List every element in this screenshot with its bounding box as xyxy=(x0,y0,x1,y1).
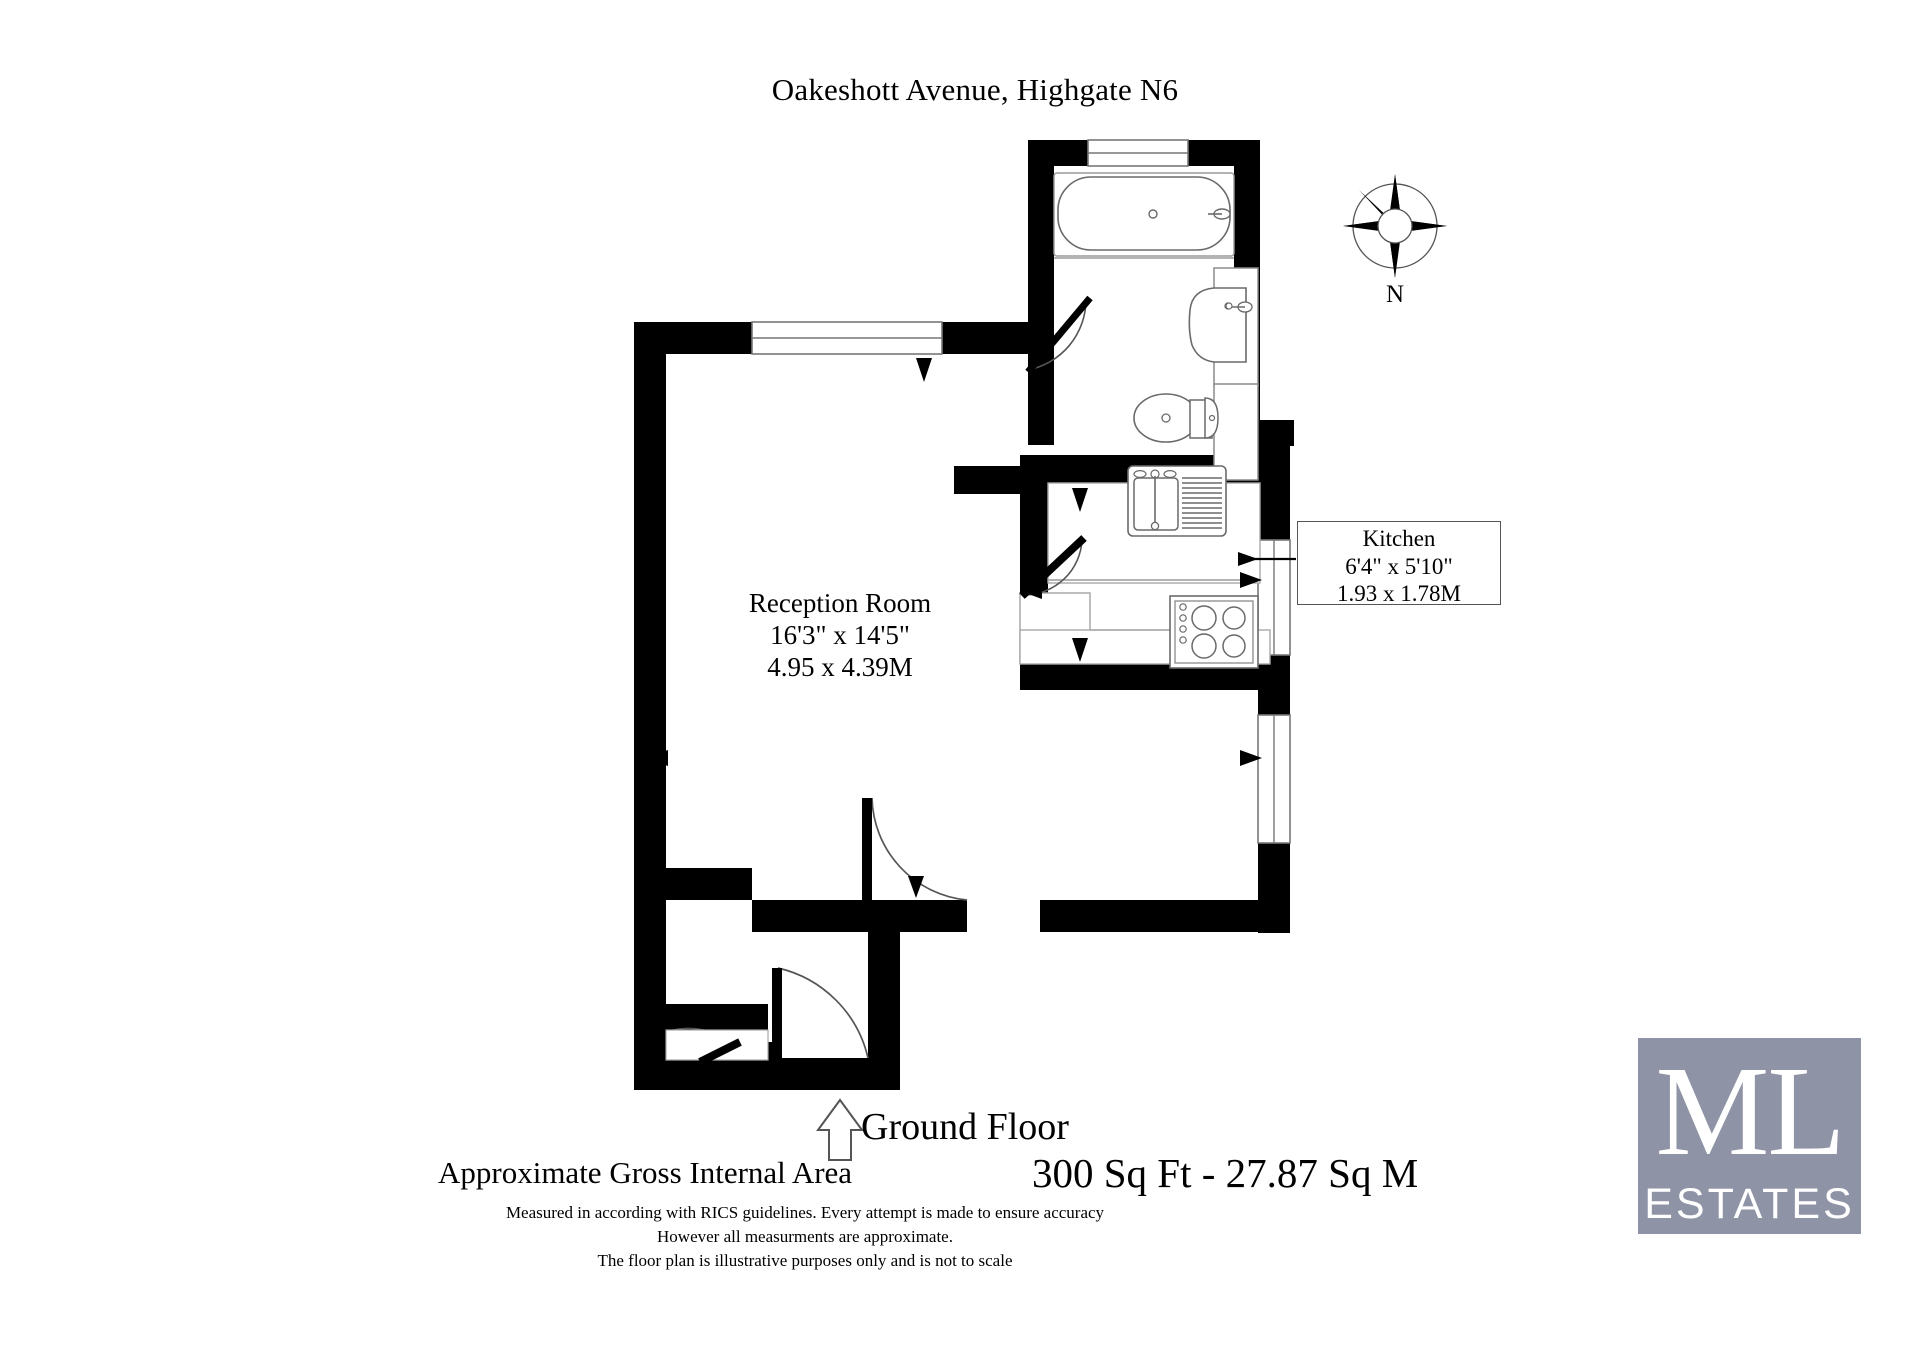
gross-area-label: Approximate Gross Internal Area xyxy=(438,1155,853,1190)
kitchen-room-metric: 1.93 x 1.78M xyxy=(1337,581,1461,607)
disclaimer-line-3: The floor plan is illustrative purposes … xyxy=(597,1251,1013,1271)
page-title: Oakeshott Avenue, Highgate N6 xyxy=(771,72,1179,107)
door-reception xyxy=(862,797,968,902)
entrance-arrow-icon xyxy=(816,1098,864,1161)
door-closet xyxy=(665,1027,769,1066)
kitchen-room-name: Kitchen xyxy=(1362,526,1436,551)
compass-rose: N xyxy=(1325,170,1465,309)
dimension-markers xyxy=(644,358,1296,898)
bathroom-fixtures xyxy=(1053,172,1259,481)
door-bathroom xyxy=(1025,295,1093,375)
area-row: Approximate Gross Internal Area 300 Sq F… xyxy=(0,1150,1920,1201)
compass-north-label: N xyxy=(1385,281,1405,308)
reception-room-metric: 4.95 x 4.39M xyxy=(767,651,913,682)
reception-room-imperial: 16'3" x 14'5" xyxy=(770,619,910,650)
room-label-reception: Reception Room 16'3" x 14'5" 4.95 x 4.39… xyxy=(700,588,980,684)
kitchen-room-imperial: 6'4" x 5'10" xyxy=(1345,553,1453,579)
disclaimer-line-1: Measured in according with RICS guidelin… xyxy=(505,1203,1105,1222)
brand-logo: ML ESTATES xyxy=(1638,1038,1861,1234)
room-label-kitchen: Kitchen 6'4" x 5'10" 1.93 x 1.78M xyxy=(1297,521,1501,607)
door-entrance xyxy=(772,967,869,1060)
floor-label: Ground Floor xyxy=(861,1106,1069,1148)
wash-basin-icon xyxy=(1188,287,1247,363)
footer: Ground Floor Approximate Gross Internal … xyxy=(0,1105,1920,1273)
gross-area-value: 300 Sq Ft - 27.87 Sq M xyxy=(1032,1150,1419,1196)
reception-room-name: Reception Room xyxy=(748,588,932,618)
disclaimer-line-2: However all measurments are approximate. xyxy=(657,1227,953,1247)
drainer-grooves xyxy=(1182,477,1222,529)
compass-rose-icon xyxy=(1343,174,1447,278)
logo-monogram: ML xyxy=(1655,1040,1846,1182)
logo-wordmark: ESTATES xyxy=(1644,1180,1855,1228)
